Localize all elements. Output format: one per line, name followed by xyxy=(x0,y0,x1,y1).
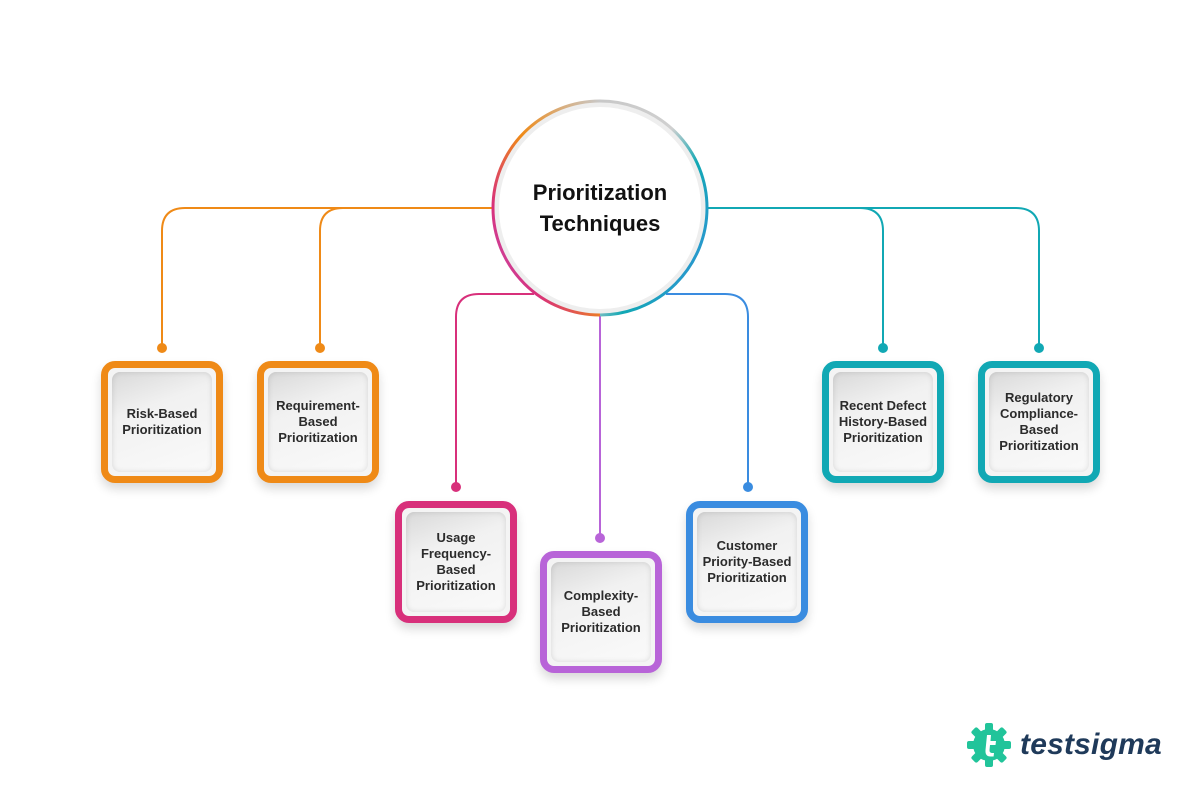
connector-risk xyxy=(161,207,492,348)
connector-usage xyxy=(455,293,534,487)
technique-card-inner: Usage Frequency-Based Prioritization xyxy=(406,512,506,612)
technique-recent-defect-history-based: Recent Defect History-Based Prioritizati… xyxy=(822,361,944,483)
connector-requirement xyxy=(319,207,492,348)
technique-requirement-based: Requirement-Based Prioritization xyxy=(257,361,379,483)
center-title: Prioritization Techniques xyxy=(532,180,668,236)
technique-label: Customer Priority-Based Prioritization xyxy=(702,538,792,585)
technique-card-inner: Complexity-Based Prioritization xyxy=(551,562,651,662)
center-ring-right xyxy=(599,99,709,317)
logo-text: testsigma xyxy=(1020,728,1162,761)
technique-label: Risk-Based Prioritization xyxy=(122,406,202,437)
technique-card-inner: Requirement-Based Prioritization xyxy=(268,372,368,472)
center-node: Prioritization Techniques xyxy=(493,101,707,315)
technique-card-inner: Customer Priority-Based Prioritization xyxy=(697,512,797,612)
technique-label: Usage Frequency-Based Prioritization xyxy=(416,530,496,593)
connector-dot xyxy=(157,343,167,353)
technique-customer-priority-based: Customer Priority-Based Prioritization xyxy=(686,501,808,623)
testsigma-logo: testsigma xyxy=(964,720,1162,770)
center-circle-shadow xyxy=(493,101,707,315)
technique-label: Regulatory Compliance-Based Prioritizati… xyxy=(999,390,1079,453)
connector-regulatory xyxy=(708,207,1040,348)
connector-dot xyxy=(595,533,605,543)
technique-label: Complexity-Based Prioritization xyxy=(561,588,641,635)
connector-defect xyxy=(708,207,884,348)
technique-usage-frequency-based: Usage Frequency-Based Prioritization xyxy=(395,501,517,623)
connector-dot xyxy=(878,343,888,353)
technique-complexity-based: Complexity-Based Prioritization xyxy=(540,551,662,673)
technique-card-inner: Recent Defect History-Based Prioritizati… xyxy=(833,372,933,472)
technique-risk-based: Risk-Based Prioritization xyxy=(101,361,223,483)
connector-customer xyxy=(666,293,749,487)
technique-card-inner: Risk-Based Prioritization xyxy=(112,372,212,472)
technique-label: Recent Defect History-Based Prioritizati… xyxy=(838,398,928,445)
technique-card-inner: Regulatory Compliance-Based Prioritizati… xyxy=(989,372,1089,472)
connector-dot xyxy=(1034,343,1044,353)
technique-regulatory-compliance-based: Regulatory Compliance-Based Prioritizati… xyxy=(978,361,1100,483)
testsigma-gear-logo-icon xyxy=(967,723,1011,767)
connector-dot xyxy=(451,482,461,492)
technique-label: Requirement-Based Prioritization xyxy=(276,398,360,445)
connector-dot xyxy=(743,482,753,492)
center-ring-left xyxy=(491,99,601,317)
connector-dot xyxy=(315,343,325,353)
